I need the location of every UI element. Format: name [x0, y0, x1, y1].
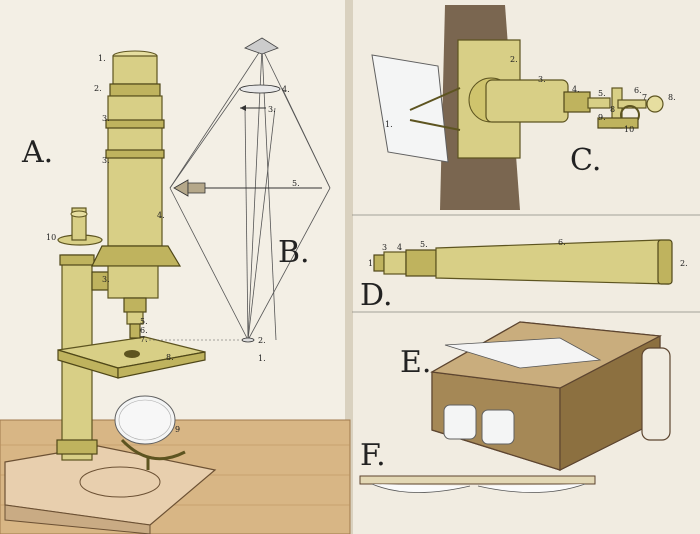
figure-letter-e: E. — [400, 345, 431, 380]
fig-c-part-label: 8. — [668, 93, 676, 102]
fig-b-part-label: 1. — [258, 354, 266, 363]
figure-letter-b: B. — [278, 235, 310, 270]
fig-b-part-label: 2. — [258, 336, 266, 345]
fig-d-part-label: 1 — [368, 259, 373, 268]
fig-a-part-label: 1. — [98, 54, 106, 63]
fig-c-part-label: 8 — [610, 105, 615, 114]
fig-d-part-label: 3 — [382, 243, 387, 252]
fig-a-part-label: 9 — [175, 425, 180, 434]
fig-b-part-label: 4. — [282, 85, 290, 94]
fig-a-part-label: 5. — [140, 317, 148, 326]
microscope-figure-a — [4, 50, 217, 534]
fig-a-part-label: 4. — [157, 211, 165, 220]
fig-a-part-label: 6. — [140, 326, 148, 335]
fig-c-part-label: 6. — [634, 86, 642, 95]
fig-b-part-label: 5. — [292, 179, 300, 188]
figure-letter-c: C. — [570, 143, 601, 178]
fig-d-part-label: 2. — [680, 259, 688, 268]
fig-d-part-label: 5. — [420, 240, 428, 249]
wall-microscope-figure-c — [371, 5, 664, 210]
stereoscope-figure-e — [430, 321, 671, 471]
ray-diagram-figure-b — [145, 37, 331, 343]
fig-c-part-label: 2. — [510, 55, 518, 64]
fig-a-part-label: 7. — [140, 335, 148, 344]
fig-a-part-label: 3. — [102, 156, 110, 165]
fig-a-part-label: 3. — [102, 275, 110, 284]
fig-c-part-label: 4. — [572, 85, 580, 94]
fig-b-part-label: 3. — [268, 105, 276, 114]
fig-c-part-label: 7. — [642, 93, 650, 102]
fig-a-part-label: 3. — [102, 114, 110, 123]
telescope-figure-d — [373, 239, 673, 285]
figure-letter-f: F. — [360, 438, 386, 473]
fig-c-part-label: 3. — [538, 75, 546, 84]
fig-a-part-label: 8. — [166, 353, 174, 362]
fig-c-part-label: 10 — [624, 125, 634, 134]
fig-a-part-label: 2. — [94, 84, 102, 93]
fig-c-part-label: 9. — [598, 113, 606, 122]
fig-c-part-label: 1. — [385, 120, 393, 129]
fig-a-part-label: 10 — [46, 233, 56, 242]
fig-d-part-label: 6. — [558, 238, 566, 247]
book-gutter — [345, 0, 353, 534]
figure-letter-a: A. — [21, 135, 53, 170]
figure-letter-d: D. — [360, 278, 393, 313]
spectacles-figure-f — [359, 475, 596, 493]
fig-d-part-label: 4 — [397, 243, 402, 252]
fig-c-part-label: 5. — [598, 89, 606, 98]
